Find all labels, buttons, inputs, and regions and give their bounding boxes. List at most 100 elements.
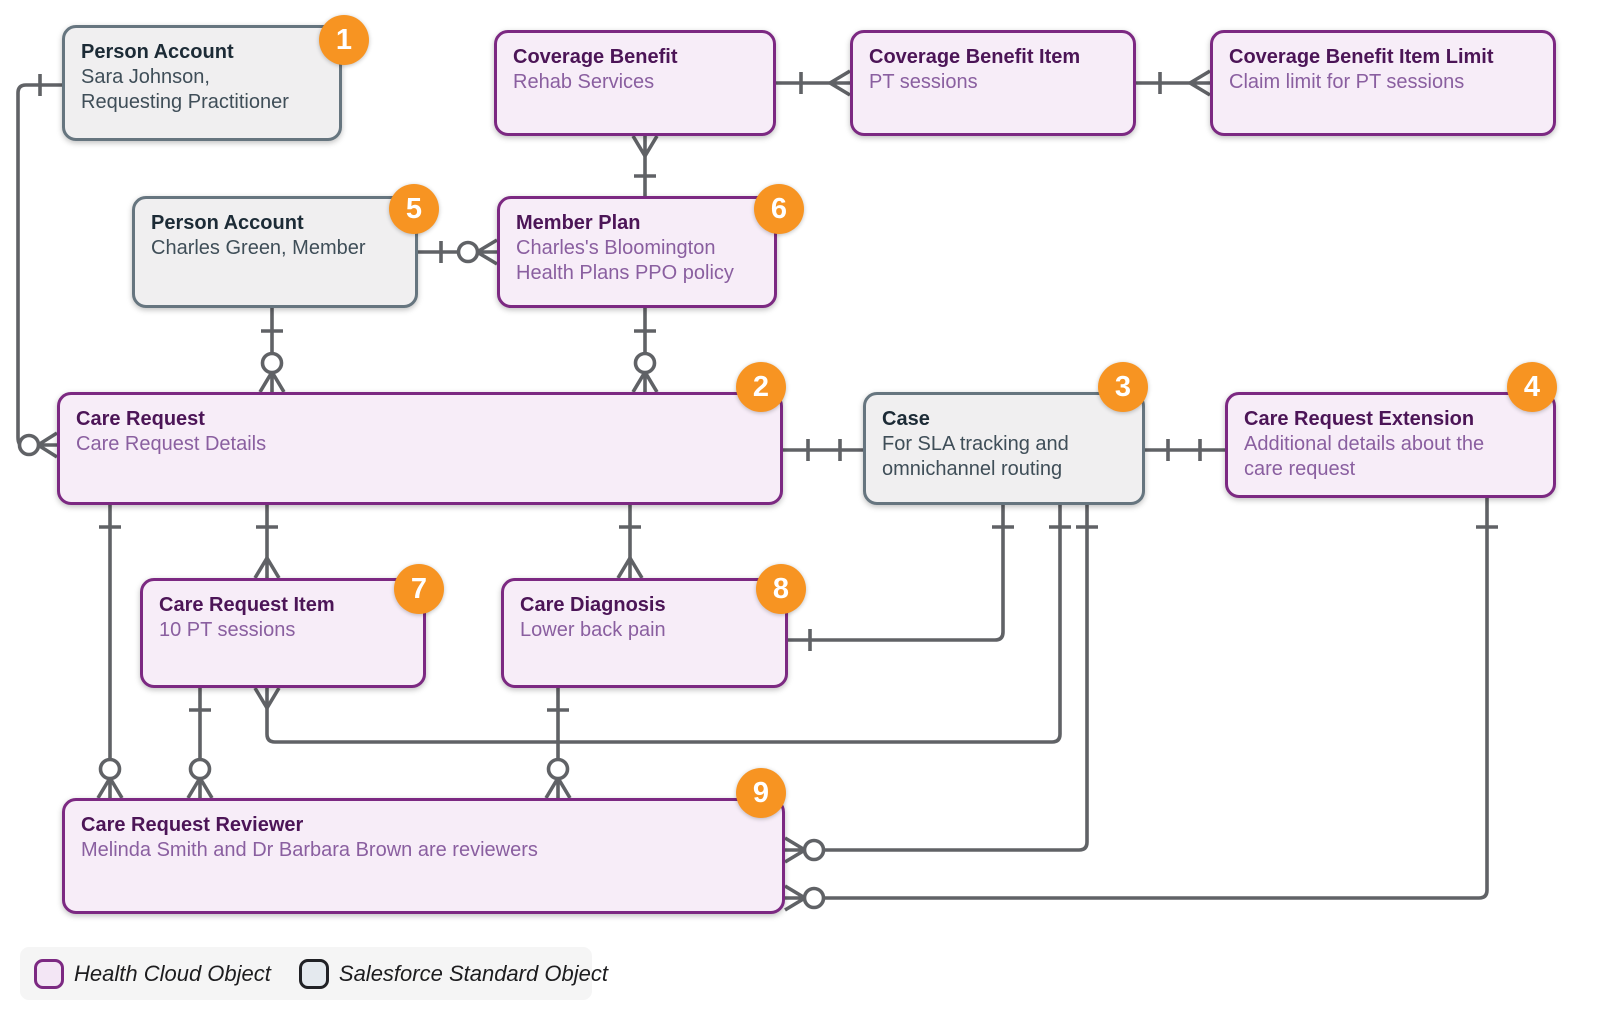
node-description: Claim limit for PT sessions [1229,71,1465,93]
crowfoot-icon [96,777,124,799]
node-description: Charles Green, Member [151,237,366,259]
crowfoot-icon [1189,69,1211,97]
node-description: Melinda Smith and Dr Barbara Brown are r… [81,839,538,861]
node-description: PT sessions [869,71,978,93]
node-member-plan: Member Plan Charles's Bloomington Health… [497,196,777,308]
wire [823,498,1489,900]
standard-object-swatch-icon [298,958,329,989]
crowfoot-icon [186,777,214,799]
node-care-request: Care Request Care Request Details [57,392,783,505]
connector-diagnosis-case [788,505,1014,651]
connector-care-request-case [783,439,863,461]
connector-member-care-request [258,308,286,393]
node-description: care request [1244,458,1356,480]
node-case: Case For SLA tracking and omnichannel ro… [863,392,1145,505]
node-title: Coverage Benefit [513,46,678,68]
step-badge-6: 6 [754,184,804,234]
wire [16,83,62,447]
zero-circle-icon [546,757,570,781]
node-description: 10 PT sessions [159,619,296,641]
zero-circle-icon [802,886,826,910]
step-badge-2: 2 [736,362,786,412]
node-coverage-benefit-item-limit: Coverage Benefit Item Limit Claim limit … [1210,30,1556,136]
crowfoot-icon [37,431,58,459]
zero-circle-icon [260,351,284,375]
connector-care-request-diagnosis [616,505,644,579]
connector-item-reviewer [186,688,214,799]
node-description: omnichannel routing [882,458,1063,480]
node-title: Coverage Benefit Item Limit [1229,46,1494,68]
zero-circle-icon [633,351,657,375]
wire [823,505,1089,852]
crowfoot-icon [544,777,572,799]
crowfoot-icon [784,836,806,864]
node-title: Person Account [81,41,234,63]
connector-member-member-plan [418,238,498,266]
step-badge-9: 9 [736,768,786,818]
node-care-request-extension: Care Request Extension Additional detail… [1225,392,1556,498]
step-badge-3: 3 [1098,362,1148,412]
step-badge-8: 8 [756,564,806,614]
crowfoot-icon [631,135,659,157]
crowfoot-icon [253,557,281,579]
step-badge-5: 5 [389,184,439,234]
node-person-account-member: Person Account Charles Green, Member [132,196,418,308]
zero-circle-icon [98,757,122,781]
node-title: Care Request Item [159,594,335,616]
node-title: Person Account [151,212,304,234]
zero-circle-icon [17,433,41,457]
connector-coverage-benefit-item [776,69,851,97]
step-badge-4: 4 [1507,362,1557,412]
node-title: Care Request Reviewer [81,814,304,836]
node-title: Member Plan [516,212,641,234]
node-description: Lower back pain [520,619,666,641]
wire [788,505,1005,642]
node-title: Care Request Extension [1244,408,1475,430]
connector-care-request-reviewer [96,505,124,799]
node-description: Care Request Details [76,433,267,455]
node-title: Coverage Benefit Item [869,46,1081,68]
step-badge-7: 7 [394,564,444,614]
crowfoot-icon [253,687,281,709]
zero-circle-icon [188,757,212,781]
connector-practitioner-care-request [16,74,62,459]
connector-case-extension [1145,439,1225,461]
crowfoot-icon [631,371,659,393]
node-description: Sara Johnson, [81,66,210,88]
node-description: Rehab Services [513,71,655,93]
connector-member-plan-care-request [631,308,659,393]
step-badge-1: 1 [319,15,369,65]
connector-member-plan-coverage-benefit [631,135,659,196]
legend-label-standard-object: Salesforce Standard Object [338,960,608,986]
node-title: Case [882,408,930,430]
wire [265,505,1062,744]
node-description: For SLA tracking and [882,433,1069,455]
crowfoot-icon [784,884,806,912]
node-care-diagnosis: Care Diagnosis Lower back pain [501,578,788,688]
zero-circle-icon [802,838,826,862]
zero-circle-icon [456,240,480,264]
legend-label-health-cloud: Health Cloud Object [74,960,271,986]
connector-case-reviewer [784,505,1098,864]
node-description: Additional details about the [1244,433,1485,455]
connector-coverage-item-limit [1136,69,1211,97]
node-description: Health Plans PPO policy [516,262,734,284]
node-coverage-benefit-item: Coverage Benefit Item PT sessions [850,30,1136,136]
crowfoot-icon [258,371,286,393]
crowfoot-icon [616,557,644,579]
health-cloud-swatch-icon [34,958,64,989]
connector-case-item [253,505,1071,744]
connector-diagnosis-reviewer [544,688,572,799]
node-description: Charles's Bloomington [516,237,716,259]
node-care-request-reviewer: Care Request Reviewer Melinda Smith and … [62,798,785,914]
node-care-request-item: Care Request Item 10 PT sessions [140,578,426,688]
crowfoot-icon [829,69,851,97]
node-person-account-practitioner: Person Account Sara Johnson, Requesting … [62,25,342,141]
node-coverage-benefit: Coverage Benefit Rehab Services [494,30,776,136]
legend: Health Cloud Object Salesforce Standard … [20,947,608,1000]
crowfoot-icon [476,238,498,266]
node-title: Care Request [76,408,205,430]
node-title: Care Diagnosis [520,594,666,616]
